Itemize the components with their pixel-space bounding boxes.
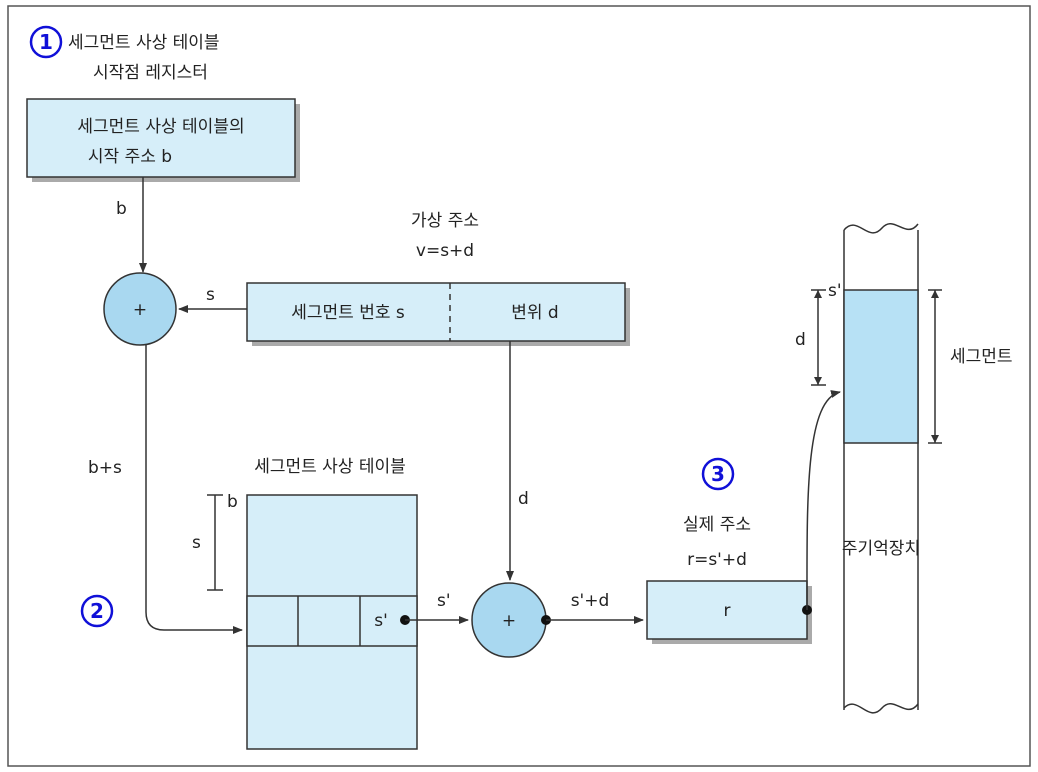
- real-address-r: r: [724, 601, 731, 621]
- s-prime-arrow-label: s': [437, 591, 451, 611]
- marker-3: 3: [701, 457, 735, 491]
- mem-seg-arrowhead-bottom: [931, 435, 939, 443]
- real-to-memory-arrow: [806, 390, 841, 611]
- register-title-line1: 세그먼트 사상 테이블: [68, 33, 220, 53]
- segment-number-field: 세그먼트 번호 s: [291, 303, 405, 323]
- adder-2-plus: +: [502, 611, 516, 631]
- adder-1-plus: +: [133, 300, 147, 320]
- memory-bottom-wave: [843, 702, 919, 714]
- d-arrow-label: d: [518, 489, 529, 509]
- outer-frame: [7, 5, 1031, 767]
- virtual-address-title-line1: 가상 주소: [411, 211, 479, 231]
- mem-d-label: d: [795, 330, 806, 350]
- b-plus-s-label: b+s: [88, 458, 122, 478]
- mem-seg-arrowhead-top: [931, 290, 939, 298]
- adder-1: +: [103, 272, 177, 346]
- marker-2: 2: [80, 594, 114, 628]
- mem-segment-label: 세그먼트: [950, 347, 1013, 367]
- marker-1: 1: [29, 25, 63, 59]
- svg-text:3: 3: [711, 462, 725, 486]
- s-arrow-label: s: [206, 285, 215, 305]
- mem-s-prime-label: s': [828, 281, 842, 301]
- register-box: [26, 98, 296, 178]
- virtual-address-box: [246, 282, 626, 342]
- register-box-line2: 시작 주소 b: [88, 147, 172, 167]
- main-memory-title: 주기억장치: [842, 539, 920, 559]
- s-prime-plus-d-label: s'+d: [571, 591, 610, 611]
- mapping-table-title: 세그먼트 사상 테이블: [254, 457, 406, 477]
- real-address-box: [646, 580, 808, 640]
- svg-text:2: 2: [90, 599, 104, 623]
- virtual-address-title-line2: v=s+d: [416, 241, 474, 261]
- adder-2: +: [471, 582, 547, 658]
- b-plus-s-arrow: [145, 345, 243, 634]
- table-entry-s-prime: s': [374, 611, 388, 631]
- real-address-title-line1: 실제 주소: [683, 515, 751, 535]
- table-bracket-s: s: [192, 533, 201, 553]
- register-box-line1: 세그먼트 사상 테이블의: [77, 117, 244, 137]
- svg-text:1: 1: [39, 30, 53, 54]
- memory-top-wave: [843, 222, 919, 234]
- memory-segment-block: [843, 289, 919, 444]
- register-title-line2: 시작점 레지스터: [93, 63, 208, 83]
- mapping-table-entry-row: [246, 595, 418, 647]
- real-address-title-line2: r=s'+d: [687, 550, 747, 570]
- offset-field: 변위 d: [511, 303, 558, 323]
- table-bracket-b: b: [227, 492, 238, 512]
- mem-d-arrowhead-bottom: [814, 377, 822, 385]
- b-arrow-label: b: [116, 199, 127, 219]
- mem-d-arrowhead-top: [814, 290, 822, 298]
- main-memory: [843, 222, 919, 714]
